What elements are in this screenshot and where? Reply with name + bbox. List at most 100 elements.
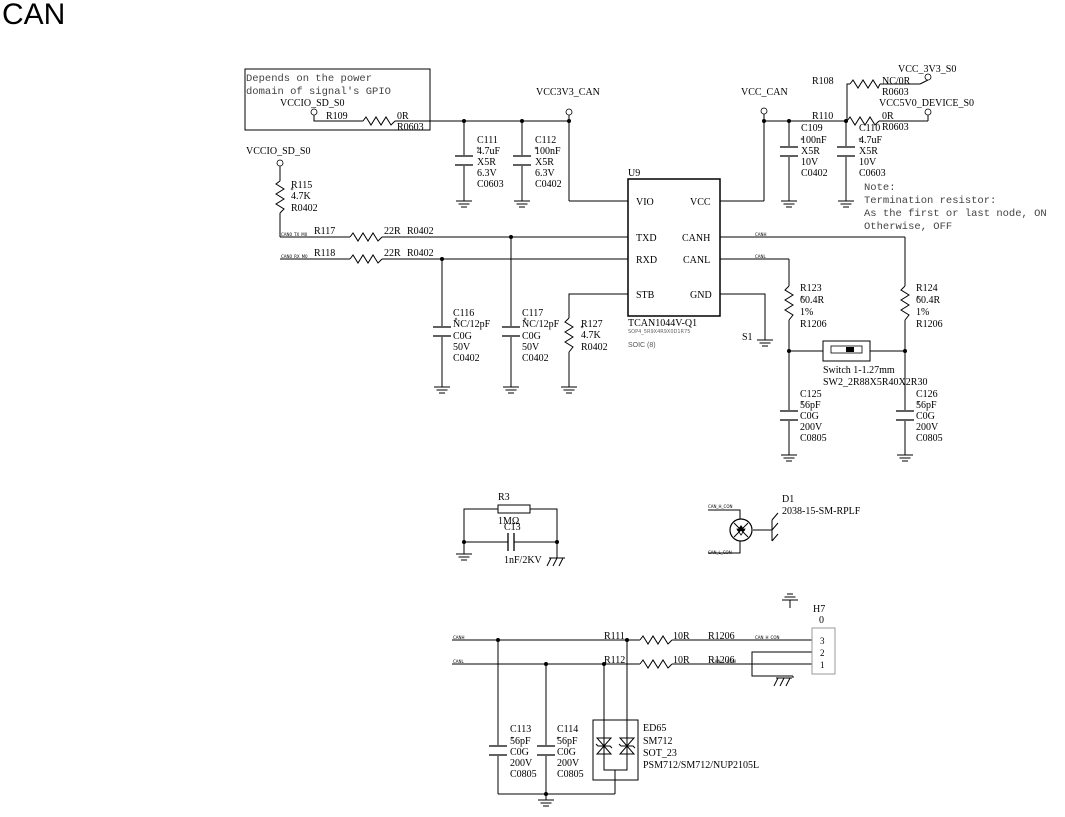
r124-value: 60.4R <box>916 295 941 306</box>
connector-pin-2: 2 <box>820 648 825 658</box>
u9-part: TCAN1044V-Q1 <box>628 318 697 329</box>
c116-dielectric: C0G <box>453 331 472 342</box>
u9-pin-stb: STB <box>636 290 655 301</box>
r123-tol: 1% <box>800 307 813 318</box>
r110-symbol <box>846 116 880 126</box>
c117-dielectric: C0G <box>522 331 541 342</box>
net-vcc-3v3-s0: VCC_3V3_S0 <box>898 64 956 75</box>
c125-ref: C125 <box>800 389 822 400</box>
pin-markers <box>290 137 920 740</box>
c112-pkg: C0402 <box>535 179 562 190</box>
c13-ref: C13 <box>504 522 521 533</box>
page-title: CAN <box>2 0 66 31</box>
r118-symbol <box>349 254 383 264</box>
d1-part: 2038-15-SM-RPLF <box>782 506 861 517</box>
r3-ref: R3 <box>498 492 510 503</box>
r118-pkg: R0402 <box>407 248 434 259</box>
c111-ref: C111 <box>477 135 498 146</box>
c113-value: 56pF <box>510 736 531 747</box>
c13-value: 1nF/2KV <box>504 555 543 566</box>
r115-pkg: R0402 <box>291 203 318 214</box>
c126-dielectric: C0G <box>916 411 935 422</box>
r108-pkg: R0603 <box>882 87 909 98</box>
r124-tol: 1% <box>916 307 929 318</box>
r112-pkg: R1206 <box>708 655 735 666</box>
c117-voltage: 50V <box>522 342 540 353</box>
net-vcc3v3-can: VCC3V3_CAN <box>536 87 600 98</box>
r112-ref: R112 <box>604 655 625 666</box>
r109-value: 0R <box>397 111 409 122</box>
r108-symbol <box>849 79 881 90</box>
c109-value: 100nF <box>801 135 827 146</box>
ed65-line-1: SM712 <box>643 736 672 747</box>
r115-ref: R115 <box>291 180 312 191</box>
r110-value: 0R <box>882 111 894 122</box>
u9-pin-rxd: RXD <box>636 255 657 266</box>
r115-symbol <box>275 180 285 214</box>
net-vcc-can: VCC_CAN <box>741 87 788 98</box>
s1-ref: S1 <box>742 332 753 343</box>
net-can-l-con-j: CAN_L_CON <box>712 659 736 664</box>
c110-value: 4.7uF <box>859 135 883 146</box>
c110-voltage: 10V <box>859 157 877 168</box>
h7-pin: 0 <box>819 615 824 626</box>
r127-pkg: R0402 <box>581 342 608 353</box>
c109-pkg: C0402 <box>801 168 828 179</box>
c113-voltage: 200V <box>510 758 533 769</box>
c125-dielectric: C0G <box>800 411 819 422</box>
wires <box>279 79 929 800</box>
capacitor-symbols <box>433 146 914 756</box>
ed65-ref: ED65 <box>643 723 666 734</box>
termination-note-2: Termination resistor: <box>864 195 996 207</box>
c113-pkg: C0805 <box>510 769 537 780</box>
power-ports <box>276 73 932 167</box>
resistor-labels: R109 0R R0603 R108 NC/0R R0603 R110 0R R… <box>291 76 943 666</box>
net-can-h-con-d1: CAN_H_CON <box>708 504 732 509</box>
termination-note-3: As the first or last node, ON <box>864 208 1047 220</box>
c126-pkg: C0805 <box>916 433 943 444</box>
u9-pin-txd: TXD <box>636 233 657 244</box>
net-vccio-sd-s0-b: VCCIO_SD_S0 <box>246 146 310 157</box>
r127-symbol <box>564 317 574 353</box>
net-can0-rx-m0: CAN0_RX_M0 <box>281 254 308 259</box>
c125-value: 56pF <box>800 400 821 411</box>
c125-pkg: C0805 <box>800 433 827 444</box>
r111-pkg: R1206 <box>708 631 735 642</box>
c125-voltage: 200V <box>800 422 823 433</box>
net-canh-u9: CANH <box>755 232 767 237</box>
r118-ref: R118 <box>314 248 335 259</box>
c110-ref: C110 <box>859 123 880 134</box>
c116-value: NC/12pF <box>453 319 491 330</box>
u9-pin-gnd: GND <box>690 290 712 301</box>
u9-package: SOIC (8) <box>628 342 656 349</box>
ed65-tvs-array: ED65 SM712 SOT_23 PSM712/SM712/NUP2105L <box>592 719 759 781</box>
c116-voltage: 50V <box>453 342 471 353</box>
c126-voltage: 200V <box>916 422 939 433</box>
r115-value: 4.7K <box>291 191 312 202</box>
s1-label-1: Switch 1-1.27mm <box>823 365 895 376</box>
r123-ref: R123 <box>800 283 822 294</box>
r110-ref: R110 <box>812 111 833 122</box>
r117-pkg: R0402 <box>407 226 434 237</box>
r111-value: 10R <box>673 631 690 642</box>
termination-note-4: Otherwise, OFF <box>864 221 952 233</box>
ed65-line-3: PSM712/SM712/NUP2105L <box>643 760 759 771</box>
c113-ref: C113 <box>510 724 531 735</box>
s1-label-2: SW2_2R88X5R40X2R30 <box>823 377 927 388</box>
r123-value: 60.4R <box>800 295 825 306</box>
termination-note-1: Note: <box>864 182 896 194</box>
gpio-note-box <box>244 68 431 131</box>
capacitor-labels: C111 4.7uF X5R 6.3V C0603 C112 100nF X5R… <box>453 123 943 780</box>
c110-dielectric: X5R <box>859 146 878 157</box>
r117-symbol <box>349 232 383 242</box>
net-canh-bottom: CANH <box>453 635 465 640</box>
c110-pkg: C0603 <box>859 168 886 179</box>
u9-ref: U9 <box>628 168 640 179</box>
c111-voltage: 6.3V <box>477 168 498 179</box>
junction-dots <box>440 119 907 796</box>
r124-pkg: R1206 <box>916 319 943 330</box>
c114-dielectric: C0G <box>557 747 576 758</box>
r118-value: 22R <box>384 248 401 259</box>
r109-pkg: R0603 <box>397 122 424 133</box>
